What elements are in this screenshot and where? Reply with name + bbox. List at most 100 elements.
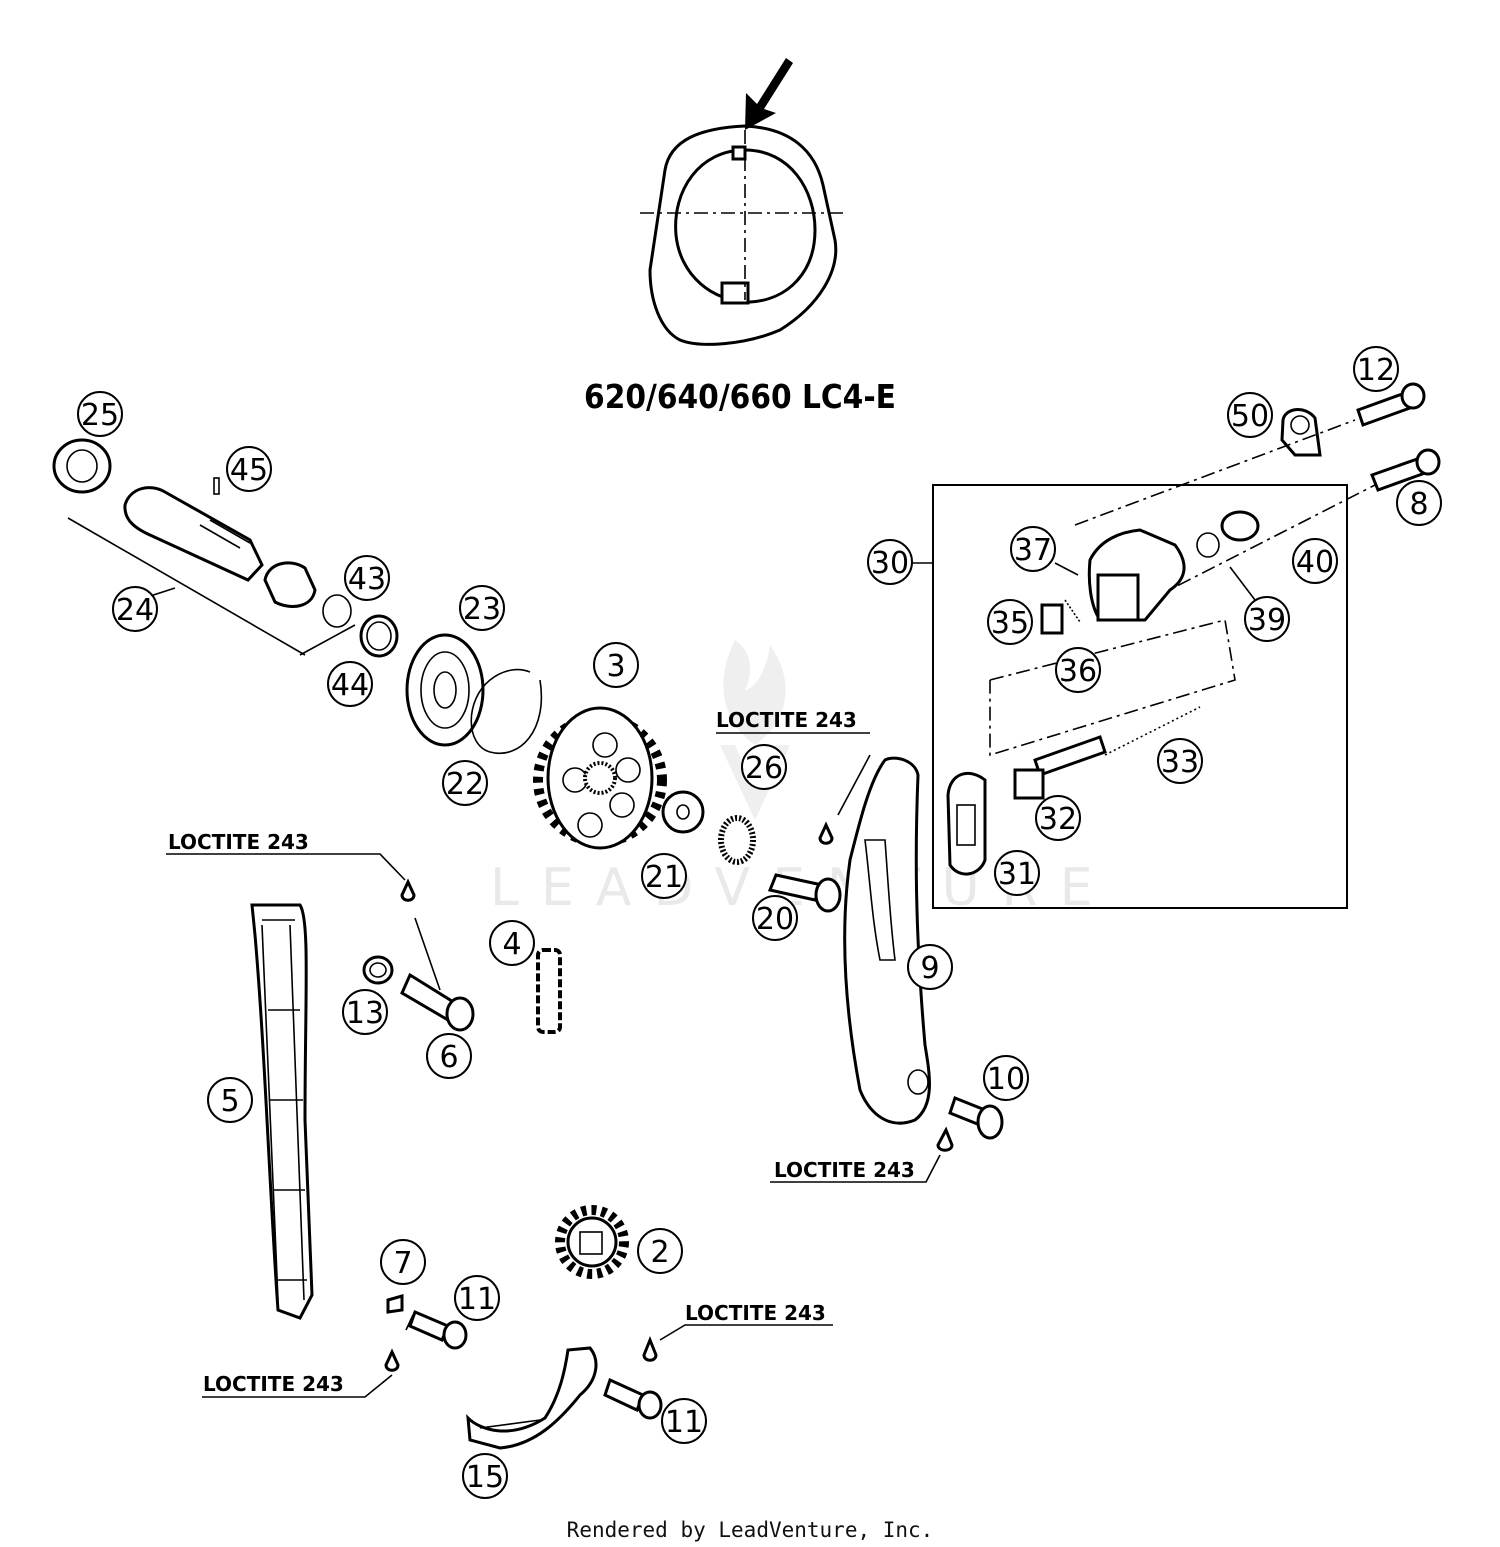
callout-33: 33 [1157, 738, 1203, 784]
timing-mark-inset: 620/640/660 LC4-E [584, 58, 896, 416]
callout-number: 44 [331, 668, 369, 703]
callout-circle [226, 446, 272, 492]
loctite-notes: LOCTITE 243 LOCTITE 243 LOCTITE 243 LOCT… [168, 708, 915, 1396]
callout-8: 8 [1396, 480, 1442, 526]
callout-number: 20 [756, 902, 794, 937]
callout-number: 26 [745, 751, 783, 786]
callout-9: 9 [907, 944, 953, 990]
callout-15: 15 [462, 1453, 508, 1499]
callout-circle [1292, 538, 1338, 584]
callout-4: 4 [489, 920, 535, 966]
callout-6: 6 [426, 1033, 472, 1079]
callout-circle [454, 1275, 500, 1321]
callout-number: 32 [1039, 802, 1077, 837]
callout-11: 11 [454, 1275, 500, 1321]
model-label: 620/640/660 LC4-E [584, 377, 896, 416]
callout-circle [327, 661, 373, 707]
callout-layer: 2545244344232232621204136591027111115125… [77, 346, 1442, 1499]
callout-number: 43 [348, 562, 386, 597]
loctite-note: LOCTITE 243 [716, 708, 857, 732]
callout-circle [489, 920, 535, 966]
callout-5: 5 [207, 1077, 253, 1123]
callout-43: 43 [344, 555, 390, 601]
callout-circle [1010, 526, 1056, 572]
callout-circle [661, 1398, 707, 1444]
callout-circle [641, 853, 687, 899]
tensioner-assembly [905, 484, 1348, 909]
callout-3: 3 [593, 642, 639, 688]
arrow-icon [745, 58, 793, 130]
callout-11: 11 [661, 1398, 707, 1444]
callout-circle [593, 642, 639, 688]
callout-number: 35 [991, 606, 1029, 641]
tensioner-rail [770, 756, 1004, 1183]
crankshaft-sprocket [555, 1205, 629, 1279]
loctite-note: LOCTITE 243 [774, 1158, 915, 1182]
callout-number: 50 [1231, 399, 1269, 434]
callout-number: 45 [230, 453, 268, 488]
callout-20: 20 [752, 895, 798, 941]
bearing-group [405, 633, 543, 755]
callout-number: 2 [650, 1235, 669, 1270]
callout-circle [207, 1077, 253, 1123]
callout-circle [1396, 480, 1442, 526]
callout-39: 39 [1244, 596, 1290, 642]
callout-number: 36 [1059, 654, 1097, 689]
callout-number: 40 [1296, 545, 1334, 580]
callout-circle [1244, 596, 1290, 642]
callout-circle [459, 585, 505, 631]
camshaft-group [52, 438, 399, 658]
callout-number: 7 [393, 1246, 412, 1281]
callout-21: 21 [641, 853, 687, 899]
callout-circle [907, 944, 953, 990]
callout-circle [1035, 795, 1081, 841]
callout-number: 10 [987, 1062, 1025, 1097]
callout-circle [442, 760, 488, 806]
chain-guide [250, 903, 314, 1320]
callout-44: 44 [327, 661, 373, 707]
callout-circle [994, 850, 1040, 896]
callout-number: 13 [346, 996, 384, 1031]
callout-40: 40 [1292, 538, 1338, 584]
callout-30: 30 [867, 539, 913, 585]
callout-circle [77, 391, 123, 437]
callout-13: 13 [342, 989, 388, 1035]
bolt-20 [767, 754, 871, 913]
callout-number: 33 [1161, 745, 1199, 780]
callout-circle [112, 586, 158, 632]
callout-circle [1227, 392, 1273, 438]
callout-number: 37 [1014, 533, 1052, 568]
callout-36: 36 [1055, 647, 1101, 693]
callout-number: 23 [463, 592, 501, 627]
callout-circle [752, 895, 798, 941]
callout-circle [867, 539, 913, 585]
callout-number: 24 [116, 593, 154, 628]
callout-26: 26 [741, 744, 787, 790]
callout-number: 11 [665, 1405, 703, 1440]
callout-circle [987, 599, 1033, 645]
callout-circle [741, 744, 787, 790]
callout-number: 9 [920, 951, 939, 986]
callout-circle [462, 1453, 508, 1499]
callout-31: 31 [994, 850, 1040, 896]
callout-number: 11 [458, 1282, 496, 1317]
callout-circle [380, 1239, 426, 1285]
callout-32: 32 [1035, 795, 1081, 841]
callout-50: 50 [1227, 392, 1273, 438]
callout-circle [344, 555, 390, 601]
callout-number: 25 [81, 398, 119, 433]
callout-circle [1157, 738, 1203, 784]
callout-number: 21 [645, 860, 683, 895]
guide-rail-15 [466, 1346, 598, 1450]
callout-number: 15 [466, 1460, 504, 1495]
loctite-note: LOCTITE 243 [685, 1301, 826, 1325]
callout-number: 30 [871, 546, 909, 581]
loctite-note: LOCTITE 243 [168, 830, 309, 854]
callout-number: 6 [439, 1040, 458, 1075]
callout-25: 25 [77, 391, 123, 437]
callout-37: 37 [1010, 526, 1056, 572]
callout-number: 31 [998, 857, 1036, 892]
callout-number: 22 [446, 767, 484, 802]
callout-22: 22 [442, 760, 488, 806]
callout-45: 45 [226, 446, 272, 492]
